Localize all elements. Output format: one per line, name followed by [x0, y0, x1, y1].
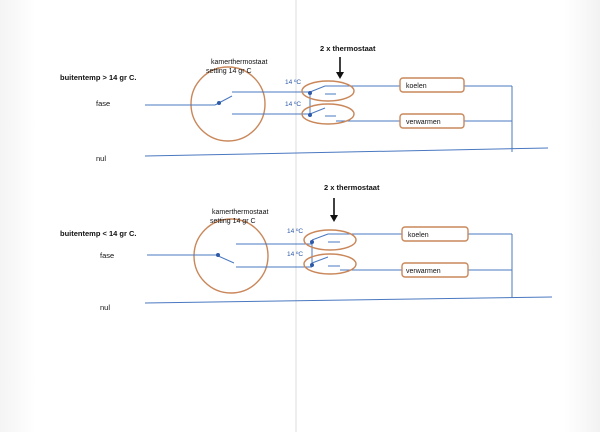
thermostat-1-temp: 14 ºC: [285, 79, 301, 86]
room-thermostat-pivot: [216, 253, 220, 257]
relay-contact-icon: [308, 113, 312, 117]
neutral-wire: [144, 296, 553, 304]
neutral-label: nul: [96, 154, 106, 163]
output-label-verwarmen: verwarmen: [406, 119, 441, 126]
neutral-label: nul: [100, 303, 110, 312]
condition-label: buitentemp < 14 gr C.: [60, 229, 136, 238]
room-thermostat-line-2: setting 14 gr C: [210, 218, 256, 225]
wiring-bottom: [144, 233, 553, 304]
thermostat-header: 2 x thermostaat: [320, 44, 376, 53]
diagram-bottom: buitentemp < 14 gr C. fase nul kamerther…: [60, 183, 553, 312]
room-thermostat-label: kamerthermostaat setting 14 gr C: [206, 59, 269, 75]
thermostat-1-oval: [303, 229, 357, 251]
thermostat-header: 2 x thermostaat: [324, 183, 380, 192]
relay-contact-icon: [310, 263, 314, 267]
neutral-wire: [144, 147, 549, 157]
room-thermostat-label: kamerthermostaat setting 14 gr C: [210, 209, 270, 225]
room-thermostat-line-1: kamerthermostaat: [211, 59, 267, 66]
output-box-verwarmen: [399, 113, 465, 129]
room-thermostat-circle: [193, 218, 269, 294]
thermostat-1-contact: [309, 85, 326, 93]
room-thermostat-line-1: kamerthermostaat: [212, 209, 268, 216]
output-box-koelen: [399, 77, 465, 93]
relay-contact-icon: [308, 91, 312, 95]
thermostat-2-contact: [309, 107, 326, 115]
thermostat-1-temp: 14 ºC: [287, 228, 303, 235]
output-label-koelen: koelen: [406, 83, 427, 90]
down-arrow-icon: [336, 57, 344, 79]
room-thermostat-circle: [190, 66, 266, 142]
phase-label: fase: [96, 99, 110, 108]
room-thermostat-line-2: setting 14 gr C: [206, 68, 252, 75]
output-box-koelen: [401, 226, 469, 242]
thermostat-2-temp: 14 ºC: [287, 251, 303, 258]
thermostat-2-oval: [303, 253, 357, 275]
phase-label: fase: [100, 251, 114, 260]
wiring-top: [144, 85, 549, 157]
output-label-verwarmen: verwarmen: [406, 268, 441, 275]
thermostat-2-temp: 14 ºC: [285, 101, 301, 108]
thermostat-2-contact: [311, 256, 329, 264]
room-thermostat-pivot: [217, 101, 221, 105]
thermostat-2-oval: [301, 103, 355, 125]
condition-label: buitentemp > 14 gr C.: [60, 73, 136, 82]
relay-contact-icon: [310, 240, 314, 244]
down-arrow-icon: [330, 198, 338, 222]
thermostat-1-contact: [311, 233, 329, 241]
output-box-verwarmen: [401, 262, 469, 278]
diagram-top: buitentemp > 14 gr C. fase nul kamerther…: [60, 44, 549, 163]
output-label-koelen: koelen: [408, 232, 429, 239]
thermostat-1-oval: [301, 80, 355, 102]
